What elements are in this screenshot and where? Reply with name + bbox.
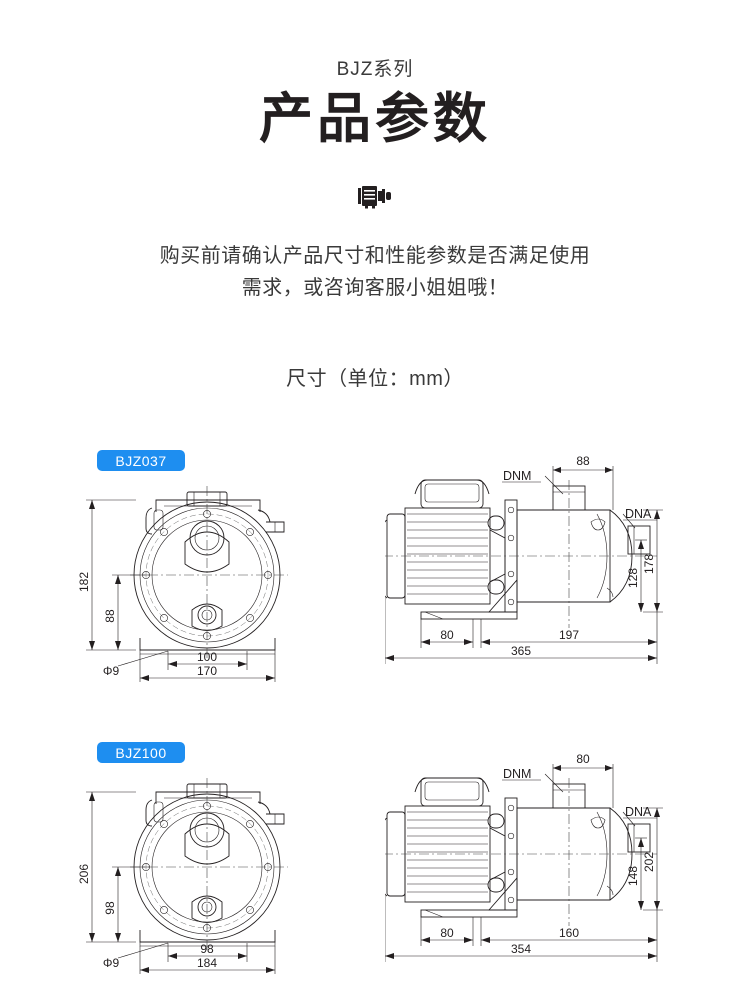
model-badge-bjz037: BJZ037 <box>97 450 185 471</box>
model-badge-bjz100: BJZ100 <box>97 742 185 763</box>
dim-hole-diameter-2: Φ9 <box>103 956 120 970</box>
dim-front-center-2: 98 <box>103 901 117 915</box>
dim-overall-height-2: 202 <box>642 852 656 872</box>
dim-pump-length-2: 160 <box>559 926 579 940</box>
dim-base-width-2: 184 <box>197 956 217 970</box>
dim-port-offset-1: 88 <box>576 454 590 468</box>
dim-foot-length-1: 80 <box>440 628 454 642</box>
series-label: BJZ系列 <box>336 59 414 80</box>
dim-hole-diameter-1: Φ9 <box>103 664 120 678</box>
dim-bolt-spacing-1: 100 <box>197 650 217 664</box>
dim-overall-length-2: 354 <box>511 942 531 956</box>
dim-port-offset-2: 80 <box>576 752 590 766</box>
label-dna-2: DNA <box>625 805 652 819</box>
front-view-bjz037: 182 88 Φ9 100 170 <box>70 470 315 685</box>
dim-front-height-2: 206 <box>77 864 91 884</box>
dim-overall-length-1: 365 <box>511 644 531 658</box>
dim-overall-height-1: 178 <box>642 554 656 574</box>
dim-foot-length-2: 80 <box>440 926 454 940</box>
front-view-bjz100: 206 98 Φ9 98 184 <box>70 762 315 977</box>
label-dna-1: DNA <box>625 507 652 521</box>
label-dnm-1: DNM <box>503 469 531 483</box>
side-view-bjz100: DNM DNA 80 148 202 <box>385 750 670 985</box>
dim-bolt-spacing-2: 98 <box>200 942 214 956</box>
subtitle-line-2: 需求，或咨询客服小姐姐哦！ <box>241 277 509 299</box>
dim-front-height-1: 182 <box>77 572 91 592</box>
dim-base-width-1: 170 <box>197 664 217 678</box>
pump-motor-icon <box>0 183 750 219</box>
side-view-bjz037: DNM DNA 88 128 178 <box>385 452 670 687</box>
dim-discharge-height-1: 128 <box>626 568 640 588</box>
dim-pump-length-1: 197 <box>559 628 579 642</box>
subtitle: 购买前请确认产品尺寸和性能参数是否满足使用 需求，或咨询客服小姐姐哦！ <box>0 240 750 304</box>
dimension-heading: 尺寸（单位：mm） <box>286 368 464 390</box>
dim-front-center-1: 88 <box>103 609 117 623</box>
dim-discharge-height-2: 148 <box>626 866 640 886</box>
page-title: 产品参数 <box>259 89 491 149</box>
subtitle-line-1: 购买前请确认产品尺寸和性能参数是否满足使用 <box>159 245 591 267</box>
label-dnm-2: DNM <box>503 767 531 781</box>
